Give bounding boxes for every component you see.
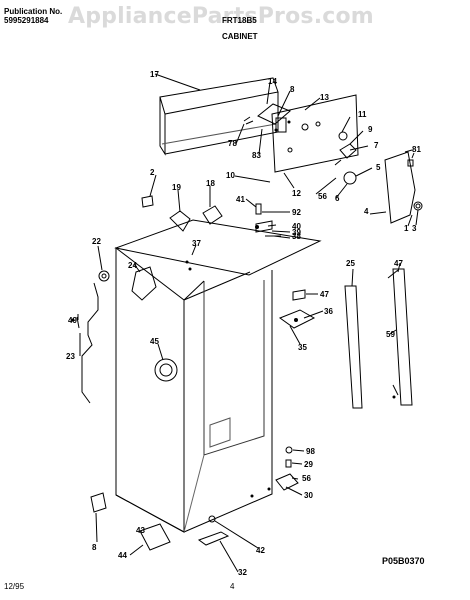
part-bracket-25 [131, 266, 157, 301]
diagram-code: P05B0370 [382, 556, 425, 566]
callout-13: 13 [320, 93, 329, 102]
part-light-shield [384, 151, 416, 224]
callout-12: 12 [292, 189, 301, 198]
footer-date: 12/95 [4, 582, 25, 591]
callout-38: 38 [292, 232, 301, 241]
part-bracket-18 [169, 210, 191, 232]
footer-page: 4 [230, 582, 235, 591]
part-bracket [257, 103, 291, 125]
part-light-socket [343, 171, 357, 185]
part-bulb-2 [413, 201, 423, 211]
part-top-panel [159, 77, 279, 115]
callout-32: 32 [238, 568, 247, 577]
part-gasket-right [392, 268, 413, 406]
callout-8: 8 [92, 543, 97, 552]
callout-23: 23 [66, 352, 75, 361]
callout-22: 22 [92, 237, 101, 246]
part-plug-32 [208, 515, 216, 523]
callout-4: 4 [364, 207, 369, 216]
part-washer [98, 270, 110, 282]
callout-47: 47 [320, 290, 329, 299]
callout-10: 10 [226, 171, 235, 180]
part-screw-36 [292, 289, 306, 301]
callout-18: 18 [206, 179, 215, 188]
part-screw-92 [255, 203, 262, 215]
callout-36: 36 [324, 307, 333, 316]
watermark: AppliancePartsPros.com [68, 4, 374, 29]
callout-30: 30 [304, 491, 313, 500]
callout-25: 25 [346, 259, 355, 268]
callout-9: 9 [368, 125, 373, 134]
part-cabinet [114, 219, 322, 276]
part-hinge-39 [255, 220, 273, 233]
callout-83: 83 [252, 151, 261, 160]
callout-24: 24 [128, 261, 137, 270]
part-gasket-left [344, 285, 363, 409]
callout-5: 5 [376, 163, 381, 172]
callout-81: 81 [412, 145, 421, 154]
callout-40: 40 [292, 222, 301, 231]
callout-92: 92 [292, 208, 301, 217]
publication-number: 5995291884 [4, 16, 49, 25]
callout-78: 78 [228, 139, 237, 148]
callout-2: 2 [150, 168, 155, 177]
callout-7: 7 [374, 141, 379, 150]
callout-35: 35 [298, 343, 307, 352]
callout-44: 44 [118, 551, 127, 560]
callout-3: 3 [412, 224, 417, 233]
callout-41: 41 [236, 195, 245, 204]
callout-42: 42 [256, 546, 265, 555]
callout-8: 8 [290, 85, 295, 94]
part-grille-8 [197, 531, 230, 546]
part-spacer-56 [285, 459, 292, 468]
callout-45: 45 [150, 337, 159, 346]
callout-6: 6 [335, 194, 340, 203]
part-hinge-35 [278, 309, 316, 329]
part-cam [338, 131, 348, 141]
part-hinge-41 [202, 205, 223, 225]
callout-11: 11 [358, 110, 367, 119]
part-control-knob [339, 143, 357, 159]
callout-17: 17 [150, 70, 159, 79]
part-thermostat [275, 117, 287, 133]
callout-59: 59 [386, 330, 395, 339]
model-number: FRT18B5 [222, 16, 257, 25]
part-roller-30 [275, 473, 299, 491]
callout-39: 39 [292, 228, 301, 237]
part-toe-grille [139, 523, 171, 551]
callout-29: 29 [304, 460, 313, 469]
callout-49: 49 [68, 316, 77, 325]
section-title: CABINET [222, 32, 258, 41]
part-grommet [154, 358, 178, 382]
part-leveler-44 [90, 492, 107, 513]
callout-43: 43 [136, 526, 145, 535]
callout-98: 98 [306, 447, 315, 456]
callout-56: 56 [318, 192, 327, 201]
part-spacer-29 [285, 446, 293, 454]
publication-label: Publication No. [4, 7, 63, 16]
callout-56: 56 [302, 474, 311, 483]
callout-37: 37 [192, 239, 201, 248]
callout-47: 47 [394, 259, 403, 268]
callout-1: 1 [404, 224, 409, 233]
part-cap [141, 195, 154, 208]
callout-14: 14 [268, 77, 277, 86]
callout-19: 19 [172, 183, 181, 192]
part-hinge-23 [81, 282, 99, 404]
part-control-panel [271, 94, 359, 173]
